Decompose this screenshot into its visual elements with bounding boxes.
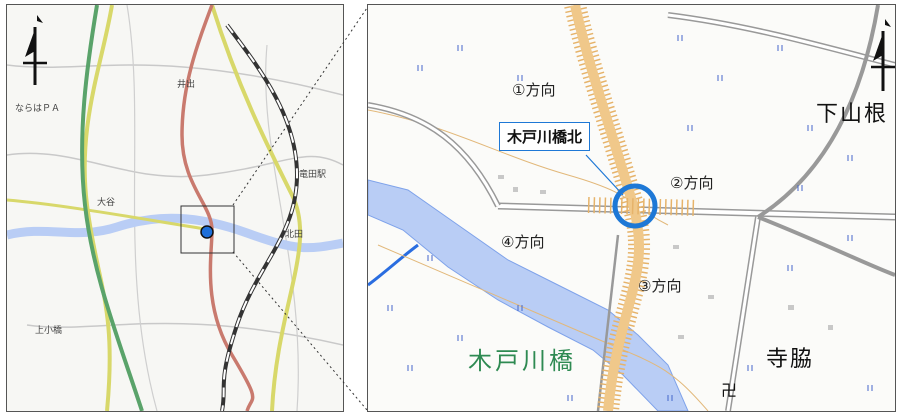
- detail-map-canvas: [368, 5, 895, 411]
- label-tatsuta-station: 竜田駅: [299, 170, 327, 180]
- place-river: 木戸川橋: [468, 347, 576, 375]
- overview-map[interactable]: ならはＰＡ 井出 竜田駅 大谷 北田 上小橋: [6, 4, 344, 412]
- temple-icon: 卍: [721, 381, 738, 400]
- place-jiwaki: 寺脇: [766, 347, 815, 372]
- label-otani: 大谷: [97, 198, 116, 208]
- detail-map[interactable]: ①方向 ②方向 ③方向 ④方向 下山根 寺脇 木戸川橋 卍: [367, 4, 896, 412]
- label-ide: 井出: [177, 80, 196, 90]
- label-pa: ならはＰＡ: [15, 104, 61, 114]
- place-shimoyama: 下山根: [816, 102, 889, 127]
- inset-box: [180, 205, 235, 254]
- direction-3-label: ③方向: [638, 277, 682, 295]
- direction-2-label: ②方向: [670, 174, 714, 192]
- north-arrow-icon: [871, 19, 895, 91]
- intersection-callout: 木戸川橋北: [499, 122, 591, 151]
- north-arrow-icon: [23, 15, 47, 85]
- label-kamikobashi: 上小橋: [35, 326, 63, 336]
- location-marker: [200, 225, 214, 239]
- intersection-highlight: [612, 183, 658, 229]
- river-area: [368, 179, 689, 411]
- expressway-line: [80, 5, 144, 411]
- overview-river: [7, 213, 343, 253]
- railway-line: [220, 23, 300, 411]
- national-road-line: [180, 5, 255, 411]
- direction-4-label: ④方向: [501, 233, 545, 251]
- label-kitada: 北田: [285, 230, 304, 240]
- paddy-field-symbols: [387, 35, 873, 401]
- direction-1-label: ①方向: [512, 81, 556, 99]
- overview-map-canvas: [7, 5, 343, 411]
